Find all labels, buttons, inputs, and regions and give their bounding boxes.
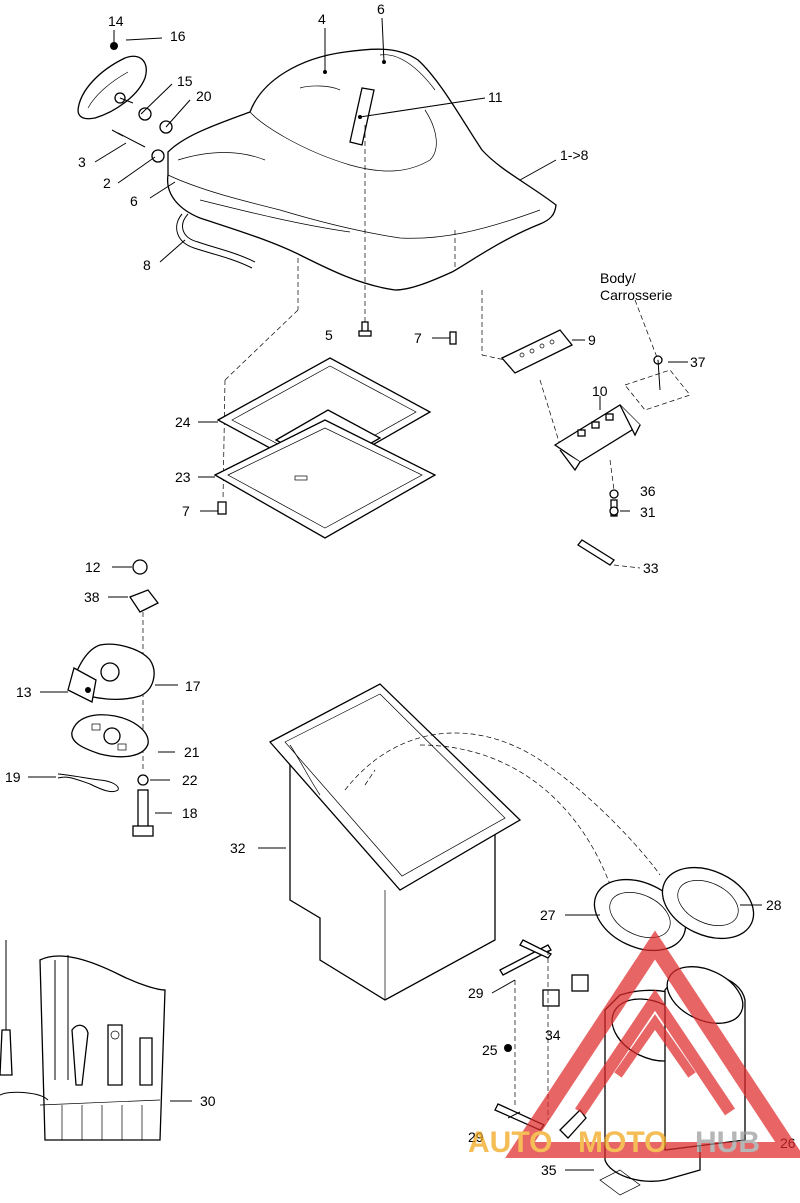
- callout-28: 28: [766, 897, 782, 913]
- callout-37: 37: [690, 354, 706, 370]
- callout-25: 25: [482, 1042, 498, 1058]
- callout-36: 36: [640, 483, 656, 499]
- callout-35: 35: [541, 1162, 557, 1178]
- callout-20: 20: [196, 88, 212, 104]
- callout-22: 22: [182, 772, 198, 788]
- callout-29-bottom: 29: [468, 1129, 484, 1145]
- callout-15: 15: [177, 73, 193, 89]
- callout-7-top: 7: [414, 330, 422, 346]
- callout-34: 34: [545, 1027, 561, 1043]
- pins-and-tags: [491, 939, 594, 1171]
- plate-9: [500, 329, 585, 446]
- callout-6-left: 6: [130, 193, 138, 209]
- callout-9: 9: [588, 332, 596, 348]
- callout-29-top: 29: [468, 985, 484, 1001]
- callout-labels: 14 16 15 20 3 2 6 8 4 6 11 1->8 Body/ Ca…: [5, 1, 796, 1178]
- storage-bin: [258, 683, 661, 1001]
- watermark-hub: HUB: [695, 1126, 760, 1159]
- callout-19: 19: [5, 769, 21, 785]
- callout-21: 21: [184, 744, 200, 760]
- callout-24: 24: [175, 414, 191, 430]
- callout-10: 10: [592, 383, 608, 399]
- callout-18: 18: [182, 805, 198, 821]
- callout-17: 17: [185, 678, 201, 694]
- screws: [200, 321, 457, 515]
- hardware-36-31-33: [577, 489, 641, 569]
- seat-assembly: [167, 48, 557, 291]
- callout-3: 3: [78, 154, 86, 170]
- callout-33: 33: [643, 560, 659, 576]
- watermark-logo: AUTO MOTO HUB: [468, 930, 800, 1159]
- callout-6-top: 6: [377, 1, 385, 17]
- gasket-frames: [198, 357, 437, 539]
- callout-1-to-8: 1->8: [560, 147, 589, 163]
- callout-31: 31: [640, 504, 656, 520]
- callout-13: 13: [16, 684, 32, 700]
- callout-16: 16: [170, 28, 186, 44]
- lids: [565, 866, 762, 952]
- callout-32: 32: [230, 840, 246, 856]
- callout-4: 4: [318, 11, 326, 27]
- callout-14: 14: [108, 13, 124, 29]
- callout-27: 27: [540, 907, 556, 923]
- lock-assembly: [28, 559, 178, 837]
- callout-12: 12: [85, 559, 101, 575]
- callout-2: 2: [103, 175, 111, 191]
- callout-5: 5: [325, 327, 333, 343]
- watermark-auto: AUTO: [468, 1126, 552, 1159]
- callout-11: 11: [488, 89, 503, 105]
- body-label-line1: Body/: [600, 270, 636, 286]
- body-cutout: [624, 299, 691, 411]
- callout-38: 38: [84, 589, 100, 605]
- cap-assembly: [77, 30, 173, 163]
- callout-7-bottom: 7: [182, 503, 190, 519]
- seat-gasket: [182, 213, 256, 263]
- callout-30: 30: [200, 1093, 216, 1109]
- leader-lines: [94, 17, 557, 501]
- latch-10: [553, 396, 642, 491]
- callout-8: 8: [143, 257, 151, 273]
- watermark-moto: MOTO: [578, 1126, 667, 1159]
- tool-kit: [0, 940, 192, 1141]
- body-label-line2: Carrosserie: [600, 287, 673, 303]
- callout-23: 23: [175, 469, 191, 485]
